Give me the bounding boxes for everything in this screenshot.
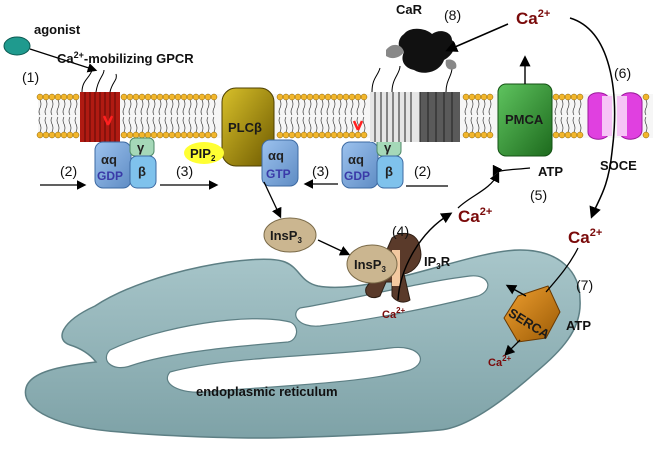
svg-text:γ: γ bbox=[137, 140, 145, 155]
svg-text:GDP: GDP bbox=[97, 169, 123, 183]
plc-beta-enzyme: PLCβ bbox=[221, 87, 275, 167]
svg-text:αq: αq bbox=[268, 148, 284, 163]
pmca-pump: PMCA bbox=[497, 83, 553, 157]
plc-to-insp3-arrow bbox=[263, 181, 282, 219]
soce-entry-arrow bbox=[569, 17, 616, 219]
er-release-arrow bbox=[397, 212, 453, 301]
pip2-label: PIP2 bbox=[190, 146, 216, 163]
svg-text:β: β bbox=[385, 164, 393, 179]
gprotein-left: αq GDP γ β bbox=[94, 137, 157, 189]
soce-label: SOCE bbox=[600, 158, 637, 173]
insp3-molecule bbox=[263, 217, 317, 253]
er-lumen-fold-1 bbox=[105, 318, 298, 369]
insp3-bound-label: InsP3 bbox=[354, 257, 386, 274]
step-label: (4) bbox=[392, 223, 409, 239]
calcium-to-pmca-arrow bbox=[457, 171, 500, 209]
step-label: (2) bbox=[414, 163, 431, 179]
svg-text:β: β bbox=[138, 164, 146, 179]
calcium-er-2: Ca2+ bbox=[488, 354, 512, 369]
car-extracellular-domain bbox=[398, 28, 455, 73]
calcium-extracellular: Ca2+ bbox=[516, 8, 550, 28]
step-label: (8) bbox=[444, 7, 461, 23]
svg-text:GDP: GDP bbox=[344, 169, 370, 183]
step-label: (7) bbox=[576, 277, 593, 293]
svg-text:PLCβ: PLCβ bbox=[228, 120, 262, 135]
step-label: (3) bbox=[176, 163, 193, 179]
gpcr-label: Ca2+-mobilizing GPCR bbox=[57, 50, 194, 66]
er-lumen-fold-3 bbox=[295, 275, 489, 327]
gprotein-alpha-gtp: αq GTP bbox=[261, 139, 299, 187]
svg-text:αq: αq bbox=[101, 152, 117, 167]
gpcr-receptor bbox=[80, 69, 120, 142]
calcium-cytosolic-1: Ca2+ bbox=[458, 206, 492, 226]
atp-serca-label: ATP bbox=[566, 318, 591, 333]
endoplasmic-reticulum bbox=[24, 249, 581, 439]
soce-channel bbox=[587, 92, 643, 140]
calcium-er-1: Ca2+ bbox=[382, 306, 406, 321]
svg-text:γ: γ bbox=[384, 140, 392, 155]
agonist-label: agonist bbox=[34, 22, 81, 37]
svg-text:GTP: GTP bbox=[266, 167, 291, 181]
agonist-ligand bbox=[3, 36, 31, 56]
svg-text:PMCA: PMCA bbox=[505, 112, 544, 127]
step-label: (1) bbox=[22, 69, 39, 85]
atp-pmca-label: ATP bbox=[538, 164, 563, 179]
step-label: (2) bbox=[60, 163, 77, 179]
serca-uptake-arrow bbox=[504, 339, 521, 356]
step-label: (5) bbox=[530, 187, 547, 203]
er-label: endoplasmic reticulum bbox=[196, 384, 338, 399]
insp3-label: InsP3 bbox=[270, 228, 302, 245]
ip3r-label: IP3R bbox=[424, 254, 451, 271]
step-label: (3) bbox=[312, 163, 329, 179]
gprotein-right: αq GDP γ β bbox=[341, 137, 404, 189]
svg-text:αq: αq bbox=[348, 152, 364, 167]
plasma-membrane bbox=[36, 93, 653, 139]
pip2-molecule bbox=[184, 142, 224, 164]
calcium-sensing-receptor bbox=[352, 65, 460, 142]
calcium-to-car-arrow bbox=[445, 23, 509, 52]
er-lumen-fold-2 bbox=[167, 346, 421, 393]
car-label: CaR bbox=[396, 2, 423, 17]
calcium-cytosolic-2: Ca2+ bbox=[568, 227, 602, 247]
insp3-to-receptor-arrow bbox=[317, 239, 351, 256]
serca-pump bbox=[503, 285, 561, 343]
insp3-bound bbox=[346, 244, 398, 284]
calcium-to-serca-line bbox=[545, 247, 579, 293]
agonist-arrow bbox=[29, 48, 98, 73]
step-label: (6) bbox=[614, 65, 631, 81]
